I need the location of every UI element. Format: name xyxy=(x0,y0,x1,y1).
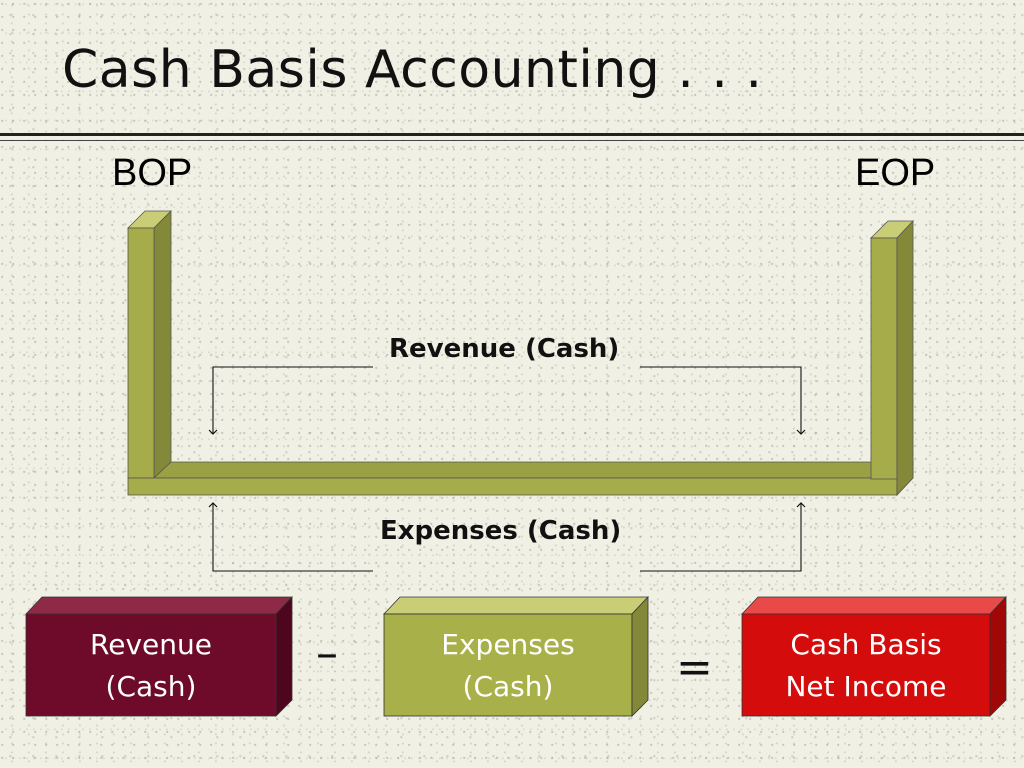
revenue-box-line2: (Cash) xyxy=(105,670,197,703)
eop-label: EOP xyxy=(855,152,936,194)
revenue-flow-arrows xyxy=(208,366,806,435)
bucket-right-wall xyxy=(870,219,914,497)
net-income-box-line2: Net Income xyxy=(785,670,947,703)
expenses-box-text: Expenses (Cash) xyxy=(384,624,632,708)
expenses-box-line1: Expenses xyxy=(441,628,575,661)
revenue-box-text: Revenue (Cash) xyxy=(26,624,276,708)
expenses-flow-label: Expenses (Cash) xyxy=(380,516,622,546)
title-divider-thick xyxy=(0,133,1024,136)
minus-operator: – xyxy=(316,628,338,679)
expenses-box-line2: (Cash) xyxy=(462,670,554,703)
expenses-flow-arrows xyxy=(208,502,806,572)
title-divider-thin xyxy=(0,140,1024,141)
revenue-box-line1: Revenue xyxy=(90,628,212,661)
bop-label: BOP xyxy=(112,152,193,194)
expenses-box xyxy=(383,595,649,717)
equals-operator: = xyxy=(676,642,713,693)
net-income-box-text: Cash Basis Net Income xyxy=(742,624,990,708)
slide-title: Cash Basis Accounting . . . xyxy=(62,40,763,100)
revenue-flow-label: Revenue (Cash) xyxy=(389,334,620,364)
bucket-left-wall xyxy=(127,210,172,479)
net-income-box xyxy=(741,595,1007,717)
bucket-bottom xyxy=(127,461,914,497)
revenue-box xyxy=(25,595,293,717)
net-income-box-line1: Cash Basis xyxy=(790,628,942,661)
